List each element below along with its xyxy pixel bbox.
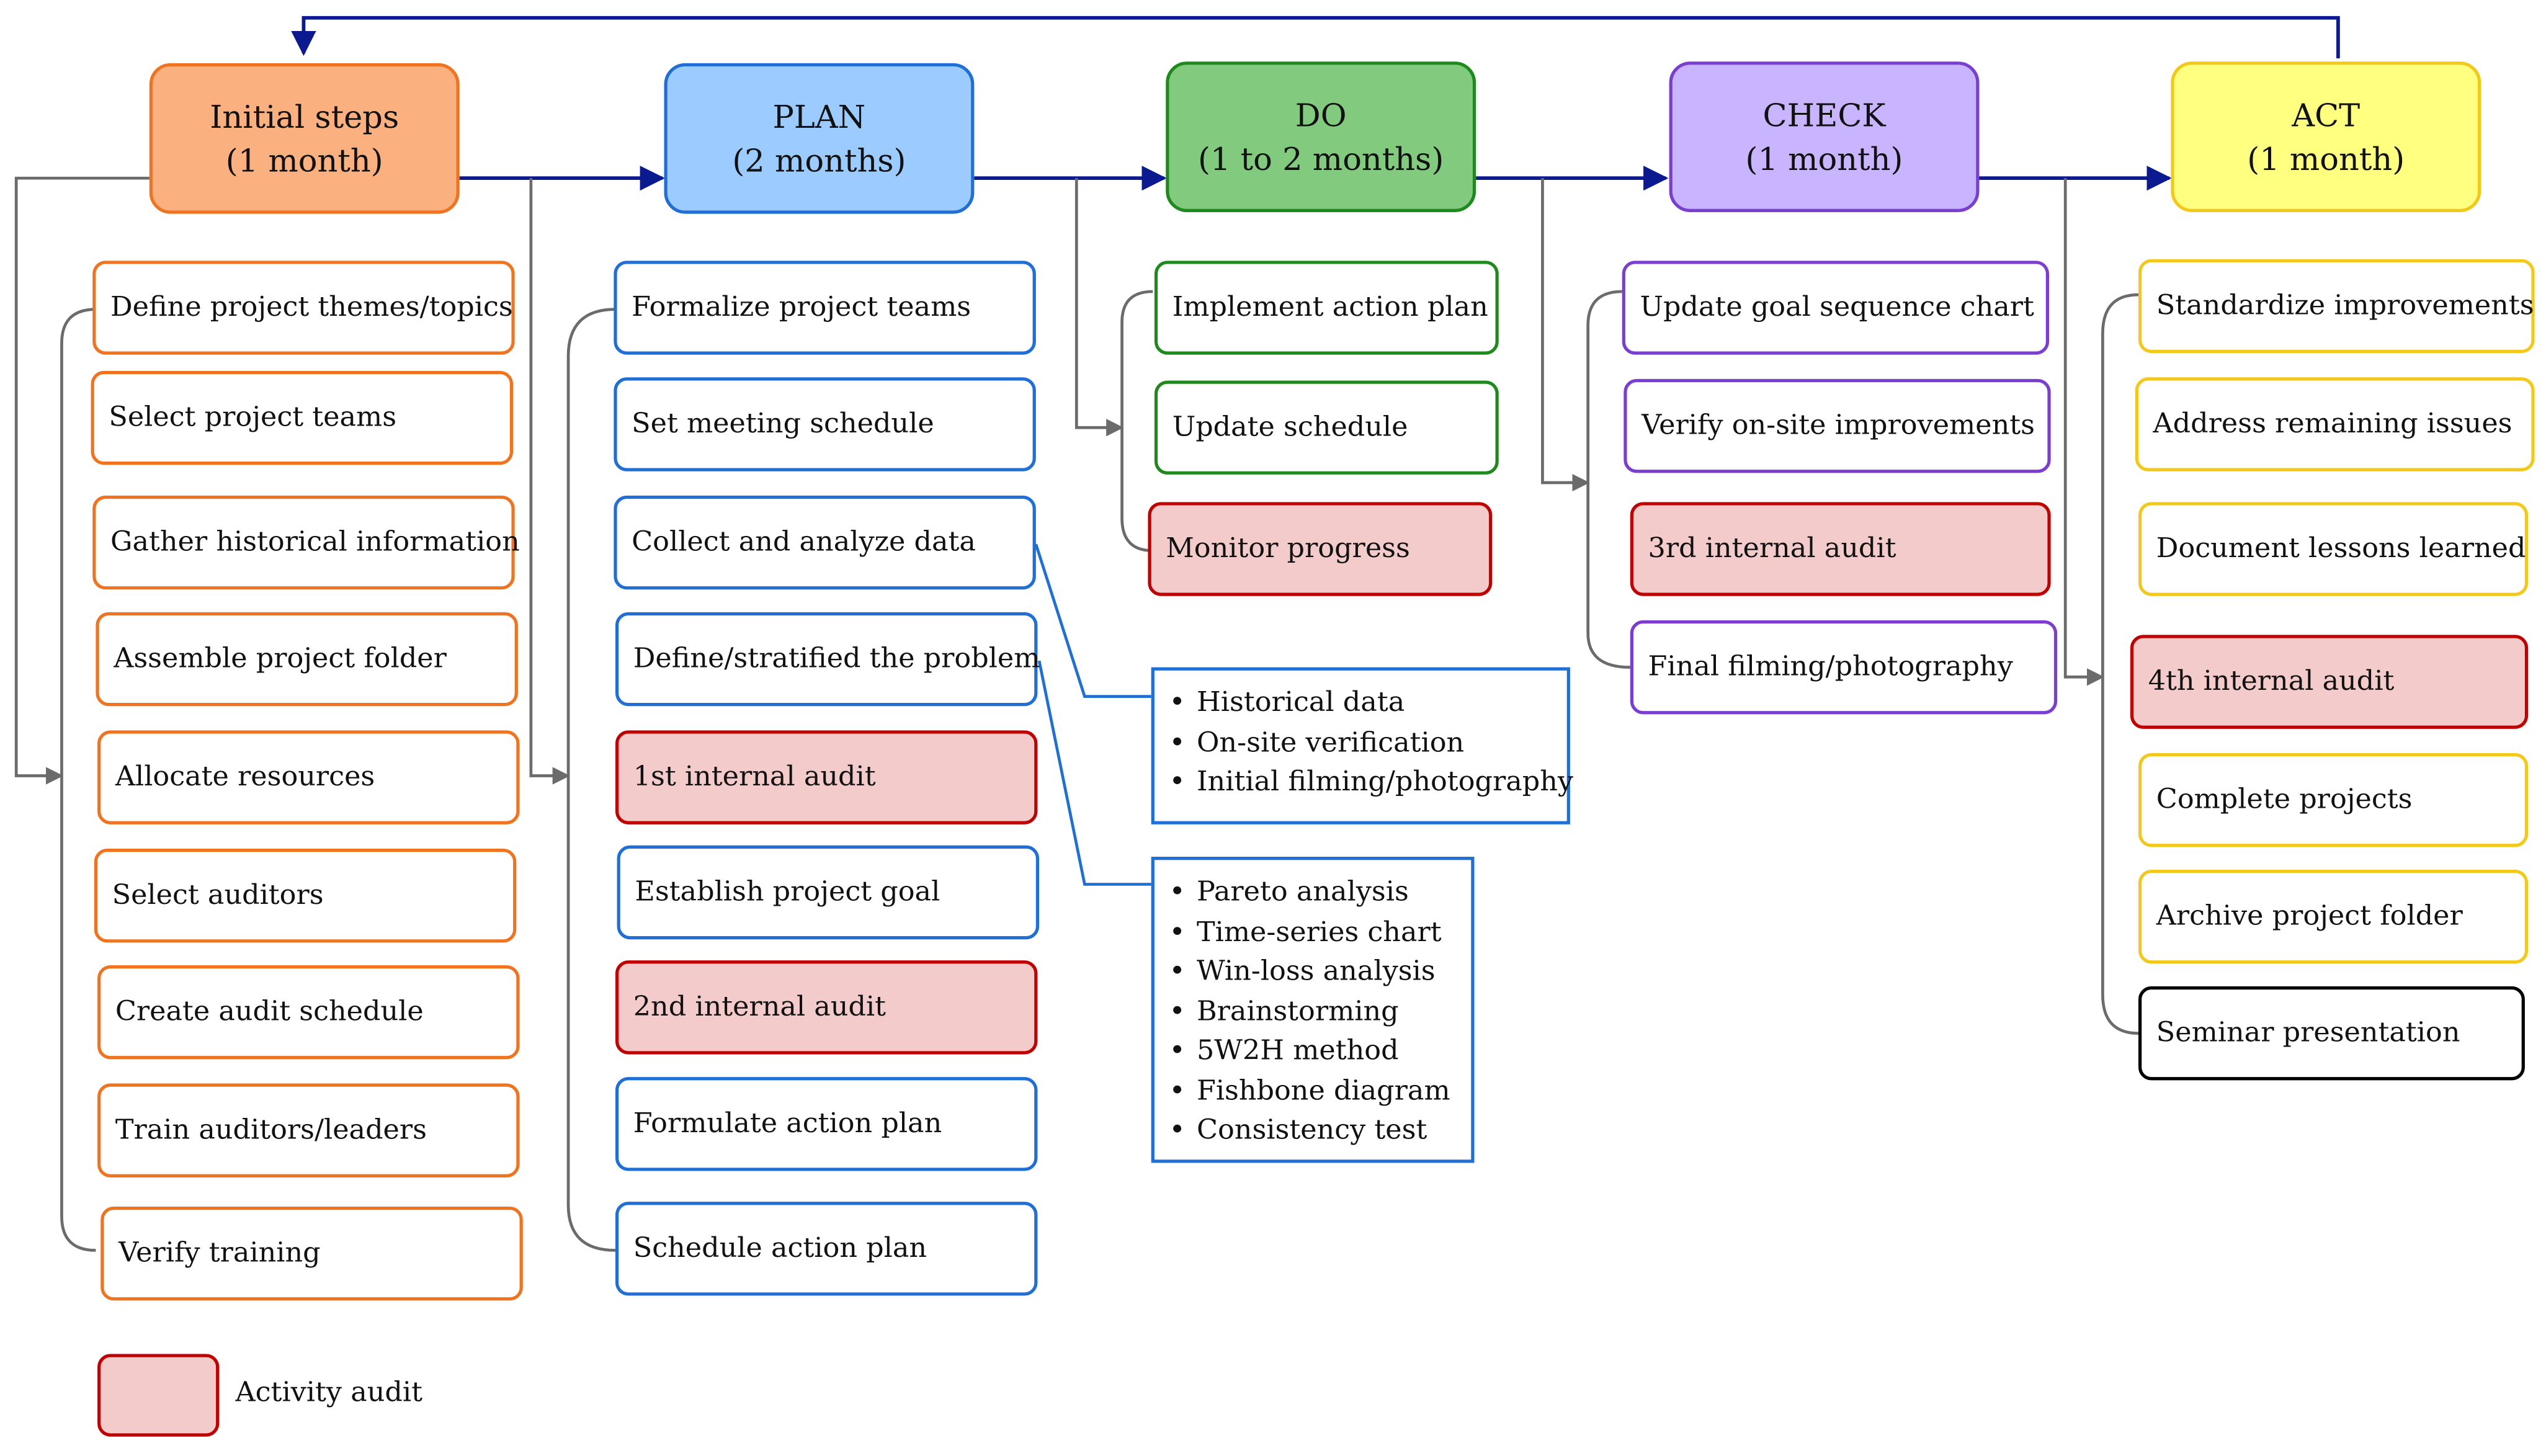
list-item: Consistency test [1164, 1111, 1472, 1151]
phase-duration: (1 month) [225, 141, 383, 179]
bracket-initial [60, 308, 96, 1252]
list-item: Initial filming/photography [1164, 763, 1573, 803]
activity-schedule-action-plan: Schedule action plan [615, 1202, 1038, 1296]
activity-select-auditors: Select auditors [94, 849, 517, 943]
phase-title: CHECK [1762, 96, 1886, 134]
activity-monitor-progress: Monitor progress [1148, 502, 1493, 596]
activity-allocate-resources: Allocate resources [97, 730, 520, 824]
phase-act: ACT (1 month) [2171, 61, 2481, 213]
phase-duration: (1 month) [2247, 140, 2405, 177]
activity-complete-projects: Complete projects [2138, 753, 2529, 847]
list-item: Pareto analysis [1164, 873, 1472, 913]
problem-analysis-tools-box: Pareto analysis Time-series chart Win-lo… [1151, 857, 1475, 1163]
activity-implement-action-plan: Implement action plan [1154, 261, 1499, 355]
feedback-loop-arrow [291, 16, 2340, 58]
data-collection-methods-box: Historical data On-site verification Ini… [1151, 667, 1573, 824]
phase-initial-steps: Initial steps (1 month) [149, 63, 460, 214]
activity-archive-project-folder: Archive project folder [2138, 869, 2529, 964]
legend-audit-label: Activity audit [235, 1377, 422, 1409]
phase-plan: PLAN (2 months) [664, 63, 975, 214]
activity-select-project-teams: Select project teams [91, 370, 514, 465]
activity-define-project-themes: Define project themes/topics [92, 261, 515, 355]
phase-title: PLAN [772, 97, 866, 135]
data-collection-methods-list: Historical data On-site verification Ini… [1164, 684, 1573, 803]
activity-seminar-presentation: Seminar presentation [2138, 986, 2525, 1081]
callout-define-problem [1037, 660, 1151, 886]
phase-do: DO (1 to 2 months) [1166, 61, 1476, 213]
activity-collect-analyze-data: Collect and analyze data [614, 495, 1036, 590]
list-item: Time-series chart [1164, 913, 1472, 952]
activity-3rd-internal-audit: 3rd internal audit [1630, 502, 2051, 596]
bracket-check [1586, 290, 1630, 669]
list-item: Win-loss analysis [1164, 952, 1472, 992]
legend-audit-swatch [97, 1354, 220, 1437]
list-item: On-site verification [1164, 723, 1567, 763]
elbow-check [1541, 178, 1590, 492]
activity-define-problem: Define/stratified the problem [615, 612, 1040, 707]
bracket-do [1120, 290, 1153, 552]
problem-analysis-tools-list: Pareto analysis Time-series chart Win-lo… [1164, 873, 1472, 1151]
activity-standardize-improvements: Standardize improvements [2138, 259, 2535, 354]
phase-title: Initial steps [210, 97, 400, 135]
activity-formalize-project-teams: Formalize project teams [614, 261, 1036, 355]
activity-update-goal-sequence-chart: Update goal sequence chart [1622, 261, 2050, 355]
activity-4th-internal-audit: 4th internal audit [2130, 635, 2529, 729]
elbow-initial [14, 176, 150, 785]
activity-establish-project-goal: Establish project goal [617, 845, 1040, 940]
list-item: Fishbone diagram [1164, 1071, 1472, 1111]
phase-check: CHECK (1 month) [1669, 61, 1980, 213]
activity-address-remaining-issues: Address remaining issues [2135, 377, 2535, 471]
activity-set-meeting-schedule: Set meeting schedule [614, 377, 1036, 471]
activity-2nd-internal-audit: 2nd internal audit [615, 960, 1038, 1055]
phase-title: ACT [2292, 96, 2361, 134]
elbow-act [2063, 178, 2105, 686]
callout-collect-data [1034, 543, 1151, 698]
list-item: Historical data [1164, 684, 1567, 723]
activity-1st-internal-audit: 1st internal audit [615, 730, 1038, 824]
bracket-act [2101, 293, 2138, 1035]
elbow-plan [529, 178, 570, 785]
activity-create-audit-schedule: Create audit schedule [97, 965, 520, 1060]
activity-update-schedule: Update schedule [1154, 380, 1499, 475]
elbow-do [1074, 178, 1124, 437]
activity-verify-training: Verify training [100, 1206, 523, 1301]
phase-title: DO [1295, 96, 1347, 134]
phase-duration: (1 to 2 months) [1198, 140, 1444, 177]
activity-train-auditors: Train auditors/leaders [97, 1083, 520, 1177]
activity-document-lessons-learned: Document lessons learned [2138, 502, 2529, 596]
activity-final-filming: Final filming/photography [1630, 620, 2058, 715]
list-item: Brainstorming [1164, 992, 1472, 1032]
phase-duration: (1 month) [1745, 140, 1903, 177]
activity-verify-onsite-improvements: Verify on-site improvements [1624, 378, 2051, 473]
list-item: 5W2H method [1164, 1032, 1472, 1071]
bracket-plan [566, 308, 615, 1252]
activity-formulate-action-plan: Formulate action plan [615, 1077, 1038, 1171]
activity-assemble-project-folder: Assemble project folder [96, 612, 518, 707]
phase-duration: (2 months) [732, 141, 906, 179]
activity-gather-historical-info: Gather historical information [92, 495, 520, 590]
